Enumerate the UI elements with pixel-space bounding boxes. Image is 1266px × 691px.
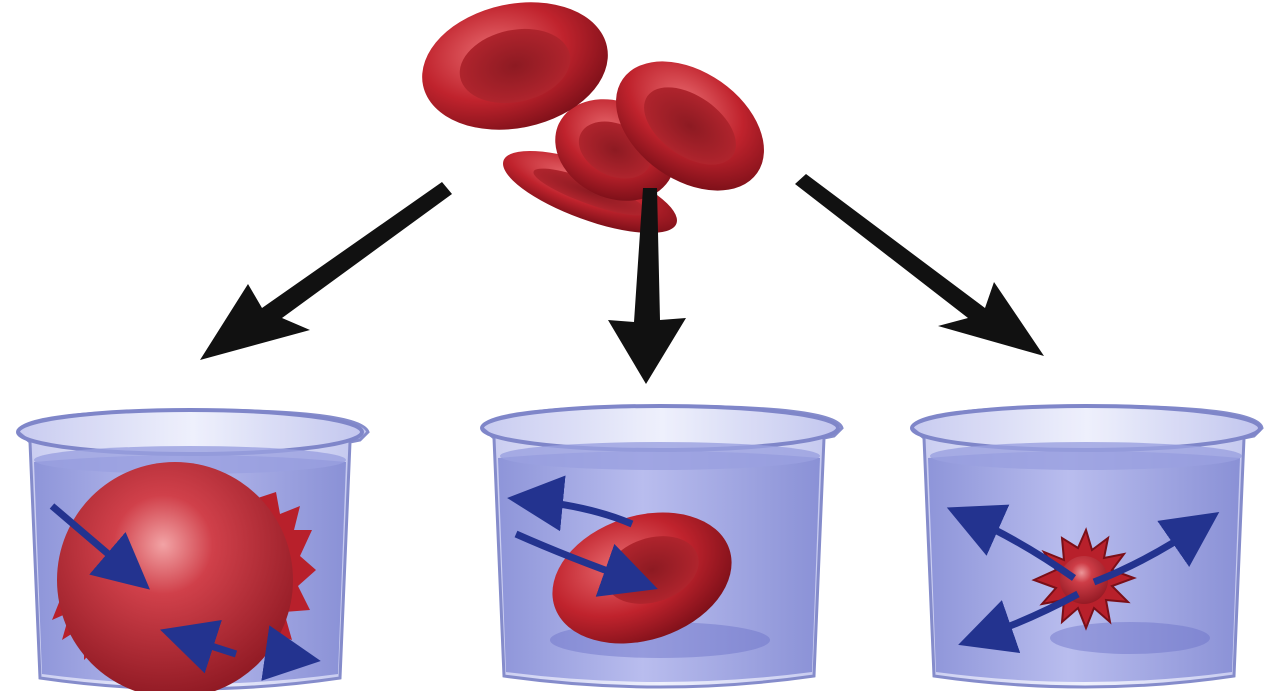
source-red-blood-cells	[410, 0, 788, 250]
beaker-hypotonic	[18, 410, 368, 691]
beaker-hypertonic	[912, 406, 1262, 687]
beaker-isotonic	[482, 406, 842, 687]
arrow-left-icon	[200, 182, 452, 360]
arrow-right-icon	[795, 174, 1044, 356]
